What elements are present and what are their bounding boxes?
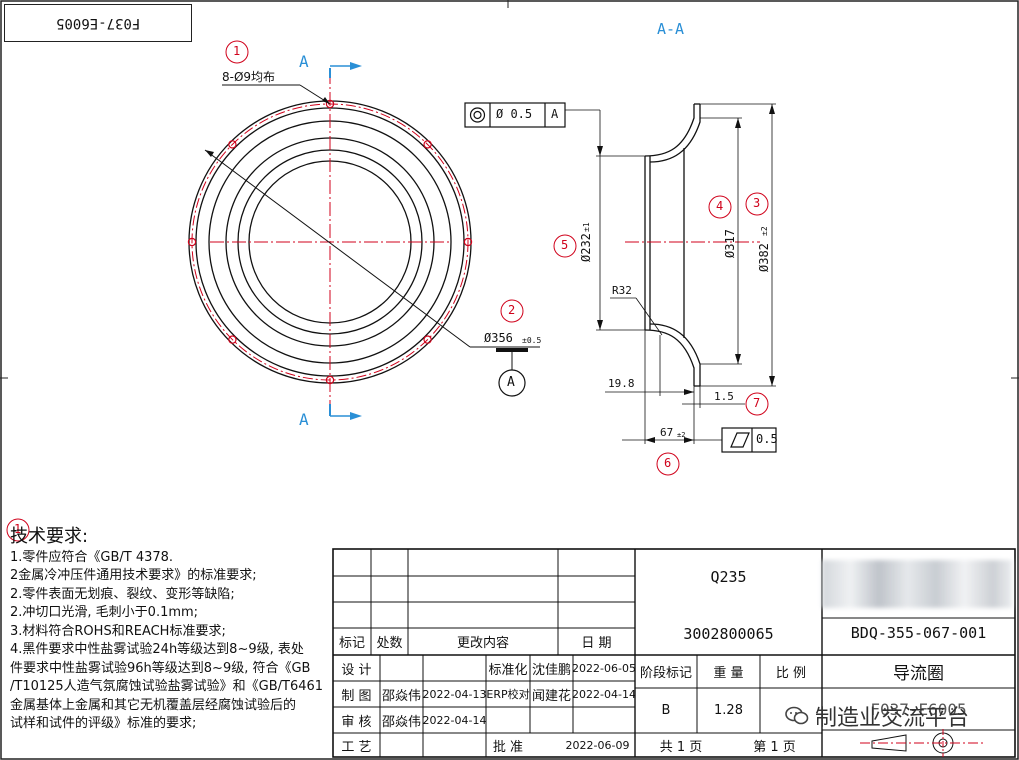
datum-label: A (507, 375, 515, 390)
balloon-6: 6 (664, 456, 672, 470)
flatness-frame (721, 427, 777, 453)
checker-name: 邵焱伟 (381, 714, 421, 730)
watermark-text: 制造业交流平台 (815, 706, 970, 731)
balloon-7: 7 (753, 396, 761, 410)
dim-232: Ø232 (579, 233, 593, 262)
check-date: 2022-04-14 (422, 713, 487, 727)
drawer-name: 邵焱伟 (381, 688, 421, 704)
tech-line: 2.冲切口光滑, 毛刺小于0.1mm; (10, 605, 199, 620)
draw-date: 2022-04-13 (422, 687, 487, 701)
watermark: 制造业交流平台 (785, 700, 969, 732)
label-weight: 重 量 (713, 666, 744, 681)
radius-r32: R32 (612, 284, 632, 297)
dim-1-5: 1.5 (714, 390, 734, 403)
front-view (187, 62, 540, 420)
approve-date: 2022-06-09 (565, 738, 630, 752)
label-stage: 阶段标记 (639, 666, 692, 681)
tech-line: 3.材料符合ROHS和REACH标准要求; (10, 623, 226, 639)
label-erp: ERP校对 (486, 688, 530, 701)
dim-67-tol: ±2 (677, 431, 686, 439)
label-design: 设 计 (341, 662, 372, 678)
total-pages: 共 1 页 (659, 739, 703, 755)
part-number: F037-E6005 (870, 699, 967, 719)
header-mark: 标记 (338, 636, 365, 651)
part-name: 导流圈 (893, 664, 944, 684)
dim-232-tol: ±1 (582, 222, 591, 232)
std-date: 2022-06-05 (572, 661, 636, 675)
header-count: 处数 (376, 636, 403, 651)
material: Q235 (710, 568, 747, 586)
balloon-4: 4 (716, 199, 724, 213)
tech-line: 2.零件表面无划痕、裂纹、变形等缺陷; (10, 586, 235, 602)
dim-382: Ø382 (757, 243, 771, 272)
view-marker-bottom: A (299, 410, 309, 429)
label-scale: 比 例 (775, 666, 807, 681)
dim-67: 67 (660, 426, 674, 439)
tech-line: 件要求中性盐雾试验96h等级达到8~9级, 符合《GB (10, 660, 311, 676)
blurred-company-logo (822, 560, 1012, 608)
balloon-5: 5 (561, 238, 569, 252)
tech-line: /T10125人造气氛腐蚀试验盐雾试验》和《GB/T6461 (10, 679, 324, 694)
label-draw: 制 图 (341, 688, 372, 704)
dim-19-8: 19.8 (608, 377, 635, 390)
stage-value: B (661, 703, 671, 718)
section-view (565, 103, 776, 444)
tech-line: 2金属冷冲压件通用技术要求》的标准要求; (10, 568, 257, 583)
weight-value: 1.28 (714, 703, 743, 718)
technical-requirements: 技术要求: 1.零件应符合《GB/T 4378. 2金属冷冲压件通用技术要求》的… (10, 526, 335, 734)
dim-317: Ø317 (723, 229, 737, 258)
balloon-3: 3 (753, 196, 761, 210)
bolt-circle-tolerance: ±0.5 (522, 336, 542, 345)
dim-382-tol: ±2 (760, 226, 769, 236)
balloon-1: 1 (233, 44, 241, 58)
material-code: 3002800065 (683, 625, 774, 643)
erp-name: 闻建花 (531, 688, 571, 704)
balloon-tech: 1 (14, 522, 22, 536)
balloons (6, 40, 769, 542)
tech-heading: 技术要求: (10, 526, 89, 547)
std-name: 沈佳鹏 (531, 662, 571, 678)
erp-date: 2022-04-14 (572, 687, 636, 701)
header-change: 更改内容 (456, 636, 509, 651)
tech-line: 4.黑件要求中性盐雾试验24h等级达到8~9级, 表处 (10, 642, 304, 657)
section-label: A-A (657, 20, 685, 38)
wechat-icon (785, 706, 809, 725)
label-check: 审 核 (341, 714, 372, 730)
drawing-number: BDQ-355-067-001 (850, 624, 987, 642)
title-block-grid (332, 548, 1016, 758)
tech-line: 试样和试件的评级》标准的要求; (10, 716, 197, 731)
label-process: 工 艺 (341, 739, 372, 755)
balloon-2: 2 (508, 303, 516, 317)
label-approve: 批 准 (492, 739, 524, 755)
page-number: 第 1 页 (753, 739, 796, 755)
projection-symbol (860, 729, 985, 757)
holes-dimension: 8-Ø9均布 (222, 70, 276, 84)
bolt-circle-dimension: Ø356 (484, 331, 513, 345)
part-number-box: F037-E6005 (4, 4, 192, 42)
tech-line: 金属基体上金属和其它无机覆盖层经腐蚀试验后的 (10, 697, 297, 713)
label-std: 标准化 (488, 662, 528, 678)
header-date: 日 期 (581, 636, 612, 651)
coaxiality-frame (464, 102, 566, 128)
tech-line: 1.零件应符合《GB/T 4378. (10, 549, 174, 565)
coaxiality-value: Ø 0.5 (496, 107, 533, 121)
coaxiality-datum: A (551, 107, 559, 121)
flatness-value: 0.5 (756, 432, 778, 446)
view-marker-top: A (299, 52, 309, 71)
part-number-rotated: F037-E6005 (55, 15, 141, 31)
